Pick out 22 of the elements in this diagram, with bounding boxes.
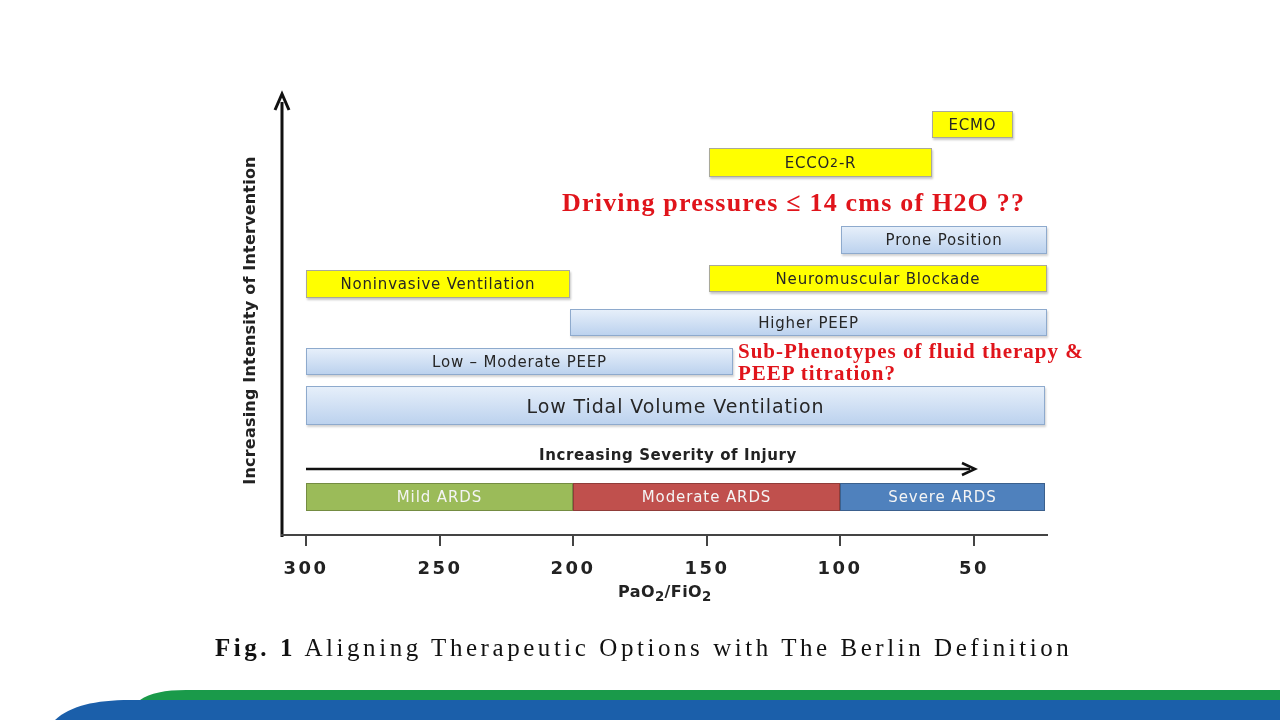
therapy-bar: Low – Moderate PEEP xyxy=(306,348,733,375)
axis-title: Increasing Intensity of Intervention xyxy=(239,155,259,485)
therapy-bar: Low Tidal Volume Ventilation xyxy=(306,386,1045,425)
tick-label: 300 xyxy=(283,556,329,578)
therapy-bar: ECMO xyxy=(932,111,1013,138)
axis-title: PaO$_{2}$/FiO$_{2}$ xyxy=(618,582,712,605)
therapy-bar: Neuromuscular Blockade xyxy=(709,265,1047,292)
tick-label: 50 xyxy=(959,556,990,578)
direction-label: Increasing Severity of Injury xyxy=(539,446,797,464)
therapy-bar: Higher PEEP xyxy=(570,309,1047,336)
severity-band: Mild ARDS xyxy=(306,483,573,511)
tick-label: 150 xyxy=(684,556,730,578)
note-text: Driving pressures ≤ 14 cms of H2O ?? xyxy=(562,188,1026,218)
note-text: Sub-Phenotypes of fluid therapy & PEEP titration? xyxy=(738,340,1085,384)
tick-label: 250 xyxy=(417,556,463,578)
tick-label: 200 xyxy=(550,556,596,578)
therapy-bar: Noninvasive Ventilation xyxy=(306,270,570,298)
severity-band: Moderate ARDS xyxy=(573,483,840,511)
tick-label: 100 xyxy=(817,556,863,578)
figure-caption: Fig. 1 Aligning Therapeutic Options with The Berlin Definition xyxy=(215,634,1073,662)
severity-band: Severe ARDS xyxy=(840,483,1045,511)
therapy-bar: Prone Position xyxy=(841,226,1047,254)
